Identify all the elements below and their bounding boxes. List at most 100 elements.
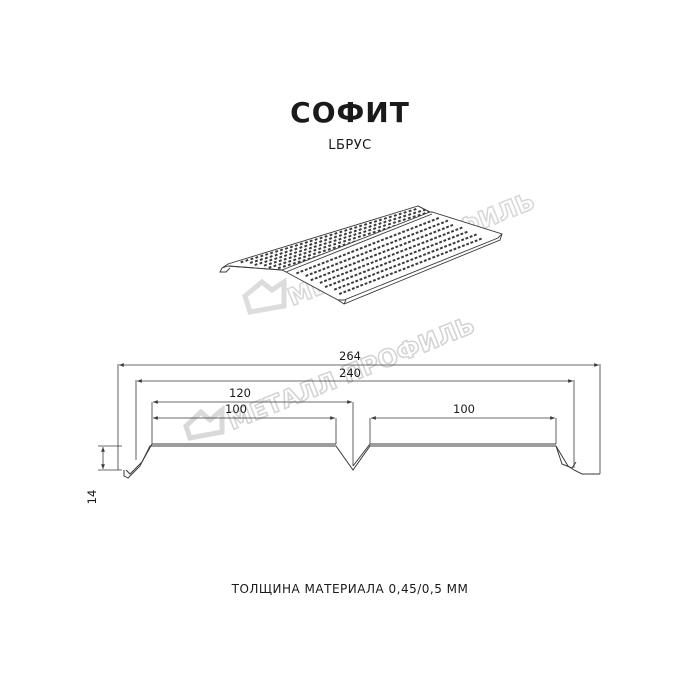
perforation-hole — [264, 256, 268, 260]
perforation-hole — [299, 242, 303, 246]
perforation-hole — [260, 254, 264, 258]
perforation-hole — [358, 231, 362, 235]
perforation-hole — [397, 231, 401, 235]
perforation-hole — [387, 222, 392, 226]
perforation-hole — [372, 241, 376, 245]
perforation-hole — [360, 283, 364, 287]
perforation-hole — [347, 257, 351, 261]
perforation-hole — [361, 258, 365, 262]
perforation-hole — [427, 251, 431, 255]
perforation-hole — [363, 245, 368, 248]
perforation-hole — [442, 233, 446, 237]
perforation-hole — [393, 217, 397, 221]
perforation-hole — [438, 240, 443, 244]
perforation-hole — [460, 238, 465, 242]
perforation-hole — [372, 230, 376, 234]
perforation-hole — [435, 217, 440, 220]
perforation-hole — [414, 225, 418, 229]
perforation-hole — [269, 255, 273, 258]
perforation-hole — [359, 246, 363, 250]
perforation-hole — [377, 246, 381, 249]
perforation-hole — [368, 243, 372, 247]
perforation-hole — [412, 244, 417, 248]
perforation-hole — [373, 247, 377, 251]
perforation-hole — [382, 250, 386, 254]
perforation-hole — [347, 288, 351, 292]
perforation-hole — [433, 236, 438, 240]
perforation-hole — [293, 251, 298, 255]
perforation-hole — [355, 285, 360, 289]
perforation-hole — [338, 237, 342, 241]
perforation-hole — [428, 232, 433, 236]
perforation-hole — [274, 249, 279, 253]
perforation-hole — [333, 235, 338, 239]
perforation-hole — [310, 278, 314, 282]
perforation-hole — [347, 238, 352, 242]
perforation-hole — [408, 213, 412, 216]
perforation-hole — [317, 263, 321, 267]
perforation-hole — [279, 255, 283, 259]
perforation-hole — [368, 225, 372, 228]
perforation-hole — [424, 233, 428, 237]
perforation-hole — [329, 233, 333, 237]
perforation-hole — [431, 218, 435, 222]
perforation-hole — [294, 243, 299, 247]
perforation-hole — [327, 271, 331, 275]
perforation-hole — [269, 251, 274, 255]
perforation-hole — [461, 244, 466, 248]
perforation-hole — [417, 248, 422, 252]
perforation-field-right — [296, 217, 482, 295]
dimensions — [98, 363, 601, 474]
perforation-hole — [339, 230, 343, 234]
perforation-hole — [387, 254, 391, 258]
perforation-hole — [455, 234, 460, 237]
perforation-hole — [362, 233, 366, 237]
perforation-hole — [353, 233, 357, 237]
perforation-hole — [402, 218, 406, 222]
perforation-hole — [393, 270, 398, 274]
perforation-hole — [308, 266, 313, 270]
perforation-hole — [288, 256, 292, 260]
perforation-hole — [330, 264, 335, 268]
perforation-hole — [342, 239, 347, 243]
perforation-hole — [323, 273, 327, 277]
perforation-hole — [308, 250, 312, 254]
perforation-hole — [321, 261, 325, 265]
perforation-hole — [412, 211, 417, 215]
perforation-hole — [338, 234, 343, 237]
perforation-hole — [421, 241, 425, 245]
perforation-hole — [354, 273, 358, 277]
perforation-hole — [366, 262, 370, 266]
perforation-hole — [402, 236, 407, 240]
perforation-hole — [405, 259, 410, 263]
perforation-hole — [279, 248, 284, 252]
perforation-hole — [398, 216, 402, 219]
perforation-hole — [277, 266, 282, 270]
perforation-hole — [340, 272, 345, 276]
perforation-hole — [364, 282, 368, 286]
perforation-hole — [434, 242, 439, 246]
material-thickness-note: ТОЛЩИНА МАТЕРИАЛА 0,45/0,5 ММ — [231, 582, 469, 596]
perforation-hole — [274, 257, 278, 261]
perforation-hole — [392, 221, 397, 225]
perforation-hole — [268, 265, 272, 269]
perforation-hole — [304, 244, 308, 248]
perforation-hole — [420, 235, 424, 239]
perforation-hole — [357, 266, 362, 269]
perforation-hole — [411, 238, 416, 242]
perforation-hole — [414, 256, 418, 260]
perforation-hole — [385, 273, 389, 277]
perforation-hole — [432, 224, 436, 228]
perforation-hole — [319, 236, 323, 240]
perforation-hole — [288, 252, 293, 256]
dim-label-14: 14 — [85, 490, 99, 505]
perforation-hole — [377, 277, 381, 281]
perforation-hole — [339, 260, 343, 264]
perforation-hole — [373, 219, 378, 223]
perforation-hole — [334, 262, 339, 266]
perforation-hole — [383, 262, 388, 265]
perforation-hole — [441, 227, 445, 231]
perforation-hole — [339, 266, 344, 270]
perforation-hole — [309, 243, 313, 246]
perforation-hole — [305, 274, 309, 277]
